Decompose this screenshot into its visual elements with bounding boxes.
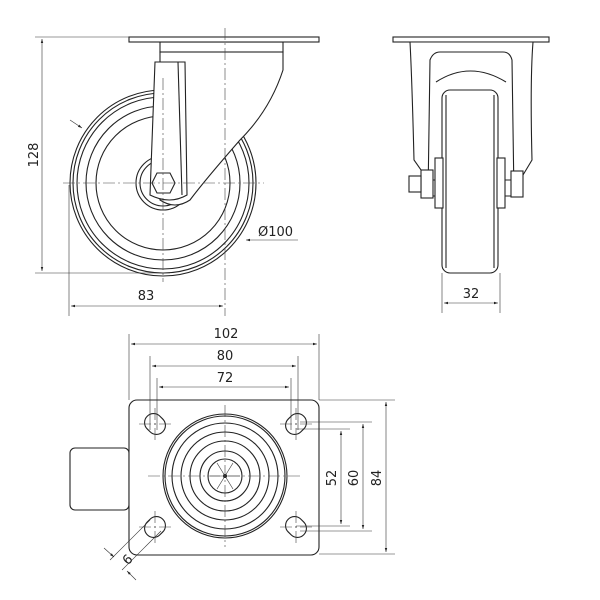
dimension-offset: 83 bbox=[68, 185, 223, 316]
front-view: 128 83 Ø100 bbox=[27, 28, 320, 316]
dimension-hole-spacing-outer-x: 80 bbox=[149, 349, 299, 430]
axle-nut-left bbox=[420, 169, 434, 199]
hole-spacing-inner-x-label: 72 bbox=[217, 371, 234, 386]
hole-spacing-outer-x-label: 80 bbox=[217, 349, 234, 364]
plate-length-label: 84 bbox=[370, 470, 385, 487]
offset-label: 83 bbox=[138, 289, 155, 304]
plate-width-label: 102 bbox=[214, 327, 239, 342]
dimension-plate-width: 102 bbox=[128, 327, 320, 400]
dimension-hole-spacing-outer-y: 60 bbox=[300, 421, 372, 532]
dimension-height: 128 bbox=[27, 36, 170, 274]
side-view: 32 bbox=[392, 36, 550, 313]
dimension-hole-spacing-inner-x: 72 bbox=[156, 371, 292, 430]
height-label: 128 bbox=[27, 143, 42, 168]
mounting-slots bbox=[144, 413, 307, 538]
hole-spacing-inner-y-label: 52 bbox=[325, 470, 340, 487]
dimension-diameter: Ø100 bbox=[69, 119, 298, 242]
dimension-width: 32 bbox=[441, 273, 501, 313]
width-label: 32 bbox=[463, 287, 480, 302]
axle-nut-right bbox=[510, 170, 524, 198]
diameter-label: Ø100 bbox=[258, 225, 293, 240]
hole-spacing-outer-y-label: 60 bbox=[347, 470, 362, 487]
dimension-plate-length: 84 bbox=[319, 399, 395, 555]
top-plate-view: 102 80 72 52 60 bbox=[69, 327, 395, 581]
dimension-hole-spacing-inner-y: 52 bbox=[296, 428, 350, 527]
swivel-fork bbox=[128, 36, 320, 206]
